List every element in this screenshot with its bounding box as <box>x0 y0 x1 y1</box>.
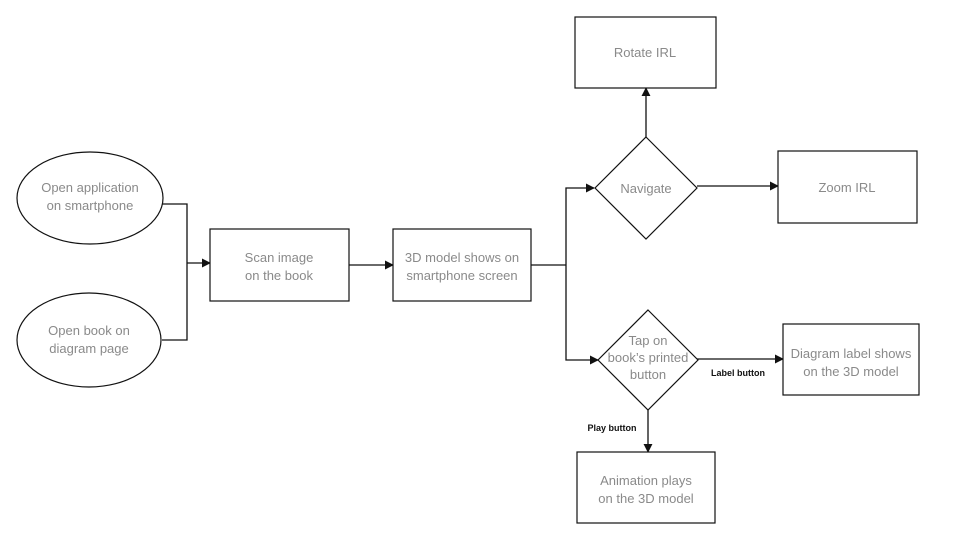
node-open-application-line2: on smartphone <box>47 198 134 213</box>
node-zoom-irl <box>777 150 918 224</box>
node-rotate-irl <box>574 16 717 89</box>
node-3d-model-shows <box>392 228 532 302</box>
node-animation-plays-line1: Animation plays <box>600 473 692 488</box>
node-scan-image-line2: on the book <box>245 268 313 283</box>
node-tap-decision <box>597 309 699 411</box>
edge-label-play-button: Play button <box>588 423 637 433</box>
node-navigate-decision <box>594 136 698 240</box>
node-navigate-line1: Navigate <box>620 181 671 196</box>
node-open-application <box>16 151 164 245</box>
connectors <box>162 87 784 453</box>
node-tap-line2: book’s printed <box>608 350 689 365</box>
node-tap-line1: Tap on <box>628 333 667 348</box>
node-zoom-irl-line1: Zoom IRL <box>818 180 875 195</box>
node-diagram-label-shows <box>782 323 920 396</box>
node-open-application-line1: Open application <box>41 180 139 195</box>
node-open-book <box>16 292 162 388</box>
node-open-book-line2: diagram page <box>49 341 129 356</box>
node-tap-line3: button <box>630 367 666 382</box>
node-scan-image-line1: Scan image <box>245 250 314 265</box>
node-3d-model-shows-line2: smartphone screen <box>406 268 517 283</box>
edge-label-label-button: Label button <box>711 368 765 378</box>
arrow-to-tap <box>565 265 599 365</box>
node-animation-plays <box>576 451 716 524</box>
node-3d-model-shows-line1: 3D model shows on <box>405 250 519 265</box>
node-open-book-line1: Open book on <box>48 323 130 338</box>
connector-open-book-to-merge <box>162 263 188 341</box>
node-scan-image <box>209 228 350 302</box>
connector-open-app-to-merge <box>162 203 188 263</box>
node-diagram-label-shows-line1: Diagram label shows <box>791 346 912 361</box>
node-animation-plays-line2: on the 3D model <box>598 491 694 506</box>
node-diagram-label-shows-line2: on the 3D model <box>803 364 899 379</box>
arrow-to-navigate <box>565 183 595 265</box>
node-rotate-irl-line1: Rotate IRL <box>614 45 676 60</box>
